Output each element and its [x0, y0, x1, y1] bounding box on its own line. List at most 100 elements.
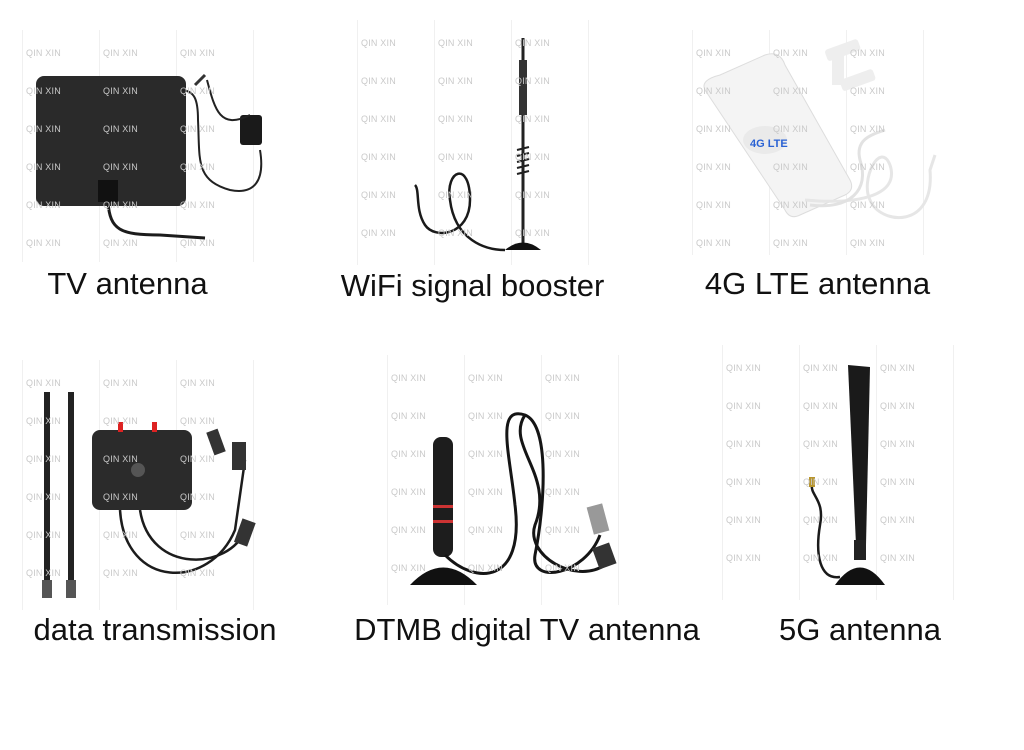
- watermark-text: QIN XIN: [26, 492, 61, 502]
- watermark-text: QIN XIN: [180, 454, 215, 464]
- watermark-text: QIN XIN: [803, 439, 838, 449]
- panel-lte-antenna-icon: 4G LTE: [703, 39, 937, 220]
- watermark-text: QIN XIN: [696, 162, 731, 172]
- watermark-text: QIN XIN: [803, 401, 838, 411]
- product-image: QIN XIN QIN XIN QIN XIN QIN XIN QIN XIN QIN X…: [720, 345, 975, 600]
- watermark-text: QIN XIN: [361, 152, 396, 162]
- watermark-text: QIN XIN: [773, 238, 808, 248]
- watermark-text: QIN XIN: [880, 553, 915, 563]
- watermark-text: QIN XIN: [545, 449, 580, 459]
- watermark-text: QIN XIN: [180, 530, 215, 540]
- watermark-text: QIN XIN: [361, 228, 396, 238]
- watermark-text: QIN XIN: [545, 525, 580, 535]
- watermark-gridline: [464, 355, 465, 605]
- watermark-text: QIN XIN: [880, 401, 915, 411]
- watermark-text: QIN XIN: [103, 568, 138, 578]
- watermark-text: QIN XIN: [180, 492, 215, 502]
- flat-tv-antenna-icon: [36, 73, 263, 240]
- dtmb-antenna-icon: [410, 412, 617, 585]
- product-caption: DTMB digital TV antenna: [354, 612, 700, 647]
- watermark-text: QIN XIN: [26, 454, 61, 464]
- lte-logo: 4G LTE: [750, 138, 788, 150]
- watermark-text: QIN XIN: [391, 411, 426, 421]
- watermark-text: QIN XIN: [850, 124, 885, 134]
- product-image: QIN XIN QIN XIN QIN XIN QIN XIN QIN XIN QIN X…: [20, 30, 275, 262]
- watermark-text: QIN XIN: [880, 439, 915, 449]
- watermark-text: QIN XIN: [180, 568, 215, 578]
- product-image: QIN XIN QIN XIN QIN XIN QIN XIN QIN XIN QIN X…: [355, 20, 610, 265]
- watermark-text: QIN XIN: [438, 152, 473, 162]
- watermark-gridline: [923, 30, 924, 255]
- watermark-text: QIN XIN: [361, 114, 396, 124]
- watermark-text: QIN XIN: [726, 439, 761, 449]
- watermark-text: QIN XIN: [726, 553, 761, 563]
- watermark-text: QIN XIN: [103, 530, 138, 540]
- watermark-text: QIN XIN: [103, 238, 138, 248]
- watermark-text: QIN XIN: [880, 477, 915, 487]
- watermark-text: QIN XIN: [391, 373, 426, 383]
- watermark-text: QIN XIN: [515, 190, 550, 200]
- watermark-gridline: [434, 20, 435, 265]
- watermark-text: QIN XIN: [696, 238, 731, 248]
- product-image: 4G LTE QIN XIN QIN XIN QIN XIN QIN XIN QIN X…: [690, 30, 945, 255]
- watermark-text: QIN XIN: [515, 152, 550, 162]
- watermark-gridline: [387, 355, 388, 605]
- product-image: QIN XIN QIN XIN QIN XIN QIN XIN QIN XIN QIN X…: [20, 360, 275, 610]
- watermark-text: QIN XIN: [850, 86, 885, 96]
- watermark-text: QIN XIN: [850, 48, 885, 58]
- watermark-text: QIN XIN: [515, 76, 550, 86]
- watermark-text: QIN XIN: [438, 114, 473, 124]
- watermark-gridline: [953, 345, 954, 600]
- watermark-text: QIN XIN: [803, 515, 838, 525]
- watermark-gridline: [22, 360, 23, 610]
- watermark-gridline: [511, 20, 512, 265]
- magnetic-whip-antenna-icon: [413, 38, 541, 252]
- watermark-gridline: [722, 345, 723, 600]
- watermark-text: QIN XIN: [803, 553, 838, 563]
- watermark-text: QIN XIN: [515, 228, 550, 238]
- watermark-text: QIN XIN: [26, 378, 61, 388]
- watermark-text: QIN XIN: [438, 190, 473, 200]
- watermark-text: QIN XIN: [180, 162, 215, 172]
- watermark-gridline: [588, 20, 589, 265]
- watermark-gridline: [253, 30, 254, 262]
- watermark-gridline: [876, 345, 877, 600]
- watermark-text: QIN XIN: [696, 86, 731, 96]
- watermark-gridline: [799, 345, 800, 600]
- watermark-gridline: [22, 30, 23, 262]
- watermark-text: QIN XIN: [545, 563, 580, 573]
- watermark-text: QIN XIN: [438, 76, 473, 86]
- watermark-text: QIN XIN: [26, 162, 61, 172]
- watermark-text: QIN XIN: [361, 190, 396, 200]
- watermark-gridline: [253, 360, 254, 610]
- watermark-text: QIN XIN: [103, 162, 138, 172]
- watermark-text: QIN XIN: [103, 378, 138, 388]
- watermark-text: QIN XIN: [468, 563, 503, 573]
- watermark-gridline: [357, 20, 358, 265]
- watermark-text: QIN XIN: [26, 200, 61, 210]
- watermark-text: QIN XIN: [180, 48, 215, 58]
- watermark-text: QIN XIN: [103, 454, 138, 464]
- watermark-text: QIN XIN: [515, 114, 550, 124]
- watermark-text: QIN XIN: [180, 86, 215, 96]
- watermark-text: QIN XIN: [180, 416, 215, 426]
- watermark-text: QIN XIN: [103, 124, 138, 134]
- watermark-text: QIN XIN: [361, 38, 396, 48]
- watermark-text: QIN XIN: [726, 401, 761, 411]
- watermark-text: QIN XIN: [103, 200, 138, 210]
- watermark-text: QIN XIN: [26, 530, 61, 540]
- watermark-text: QIN XIN: [468, 411, 503, 421]
- watermark-text: QIN XIN: [391, 487, 426, 497]
- watermark-text: QIN XIN: [468, 487, 503, 497]
- watermark-text: QIN XIN: [438, 38, 473, 48]
- watermark-text: QIN XIN: [103, 48, 138, 58]
- watermark-text: QIN XIN: [880, 363, 915, 373]
- watermark-text: QIN XIN: [180, 124, 215, 134]
- watermark-text: QIN XIN: [803, 477, 838, 487]
- data-transmission-module-icon: [42, 392, 256, 598]
- watermark-text: QIN XIN: [468, 449, 503, 459]
- watermark-text: QIN XIN: [26, 86, 61, 96]
- watermark-text: QIN XIN: [361, 76, 396, 86]
- watermark-text: QIN XIN: [803, 363, 838, 373]
- watermark-text: QIN XIN: [696, 48, 731, 58]
